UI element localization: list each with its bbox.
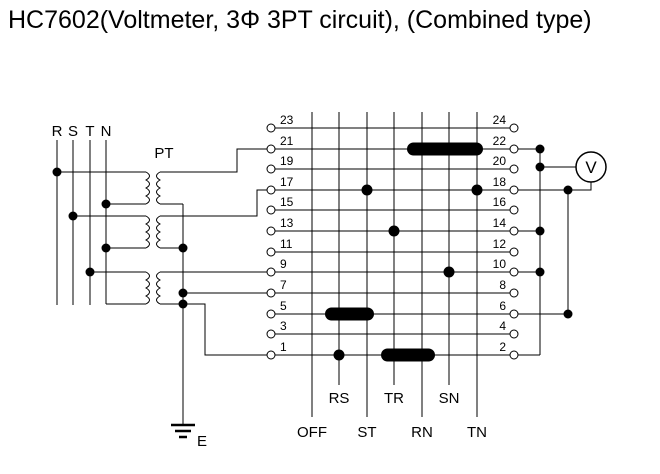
terminal-number: 23 — [280, 113, 294, 127]
pt3-primary-coil — [144, 271, 150, 305]
terminal-number: 3 — [280, 319, 287, 333]
terminal-number: 6 — [499, 299, 506, 313]
pt1-primary-coil — [144, 171, 150, 205]
terminal-circle — [266, 309, 276, 319]
terminal-circle — [509, 309, 519, 319]
pt-transformers — [144, 171, 162, 305]
terminal-circle — [509, 185, 519, 195]
terminal-number: 9 — [280, 257, 287, 271]
pt2-primary-coil — [144, 215, 150, 249]
terminal-number: 1 — [280, 340, 287, 354]
phase-bus-lines — [56, 140, 107, 305]
switch-label-tn: TN — [467, 424, 487, 441]
terminal-circle — [266, 329, 276, 339]
terminal-circle — [509, 144, 519, 154]
contact-dot-9-sn — [443, 266, 455, 278]
terminal-circle — [266, 144, 276, 154]
contact-dot-13-tr — [388, 225, 400, 237]
terminal-number: 14 — [493, 216, 507, 230]
terminal-number: 21 — [280, 134, 294, 148]
terminal-number: 17 — [280, 175, 294, 189]
terminal-number: 5 — [280, 299, 287, 313]
switch-label-rs: RS — [329, 390, 350, 407]
left-terminal-numbers: 23 21 19 17 15 13 11 9 7 5 3 1 — [280, 113, 294, 354]
terminal-circle — [266, 267, 276, 277]
terminal-circle — [266, 247, 276, 257]
terminal-circle — [509, 164, 519, 174]
terminal-circle — [509, 329, 519, 339]
terminal-number: 8 — [499, 278, 506, 292]
phase-labels: R S T N PT — [52, 123, 174, 162]
terminal-circle — [509, 226, 519, 236]
contact-dot-17-st — [361, 184, 373, 196]
diagram-title: HC7602(Voltmeter, 3Φ 3PT circuit), (Comb… — [8, 6, 592, 34]
terminal-number: 2 — [499, 340, 506, 354]
earth-label: E — [197, 433, 207, 450]
right-terminal-numbers: 24 22 20 18 16 14 12 10 8 6 4 2 — [493, 113, 507, 354]
terminal-circle — [266, 185, 276, 195]
terminal-number: 13 — [280, 216, 294, 230]
terminal-circle — [509, 350, 519, 360]
switch-rows — [275, 127, 510, 356]
phase-label-n: N — [101, 123, 112, 140]
terminal-circle — [266, 350, 276, 360]
contact-dot-17-tn — [471, 184, 483, 196]
switch-label-tr: TR — [384, 390, 404, 407]
switch-label-off: OFF — [297, 424, 327, 441]
terminal-number: 11 — [280, 237, 293, 251]
terminal-number: 16 — [493, 195, 507, 209]
ground-symbol — [171, 423, 195, 439]
voltmeter: V — [575, 151, 607, 183]
terminal-circle — [509, 247, 519, 257]
terminal-circle — [266, 205, 276, 215]
voltmeter-label: V — [585, 158, 597, 177]
pt2-secondary-coil — [156, 215, 162, 249]
terminal-number: 4 — [499, 319, 506, 333]
contact-bridge-5-6 — [325, 307, 374, 321]
secondary-wiring — [160, 148, 267, 425]
switch-columns — [311, 112, 478, 417]
terminal-circle — [266, 164, 276, 174]
pt-label: PT — [154, 145, 173, 162]
terminal-number: 10 — [493, 257, 507, 271]
right-junction-dots — [535, 144, 573, 319]
terminal-number: 20 — [493, 154, 507, 168]
pt1-secondary-coil — [156, 171, 162, 205]
contact-dot-1-rs — [333, 349, 345, 361]
terminal-number: 19 — [280, 154, 294, 168]
phase-label-t: T — [85, 123, 94, 140]
left-terminals — [266, 123, 276, 360]
primary-wiring — [57, 171, 146, 305]
switch-position-labels: RS TR SN OFF ST RN TN — [297, 390, 487, 441]
phase-label-r: R — [52, 123, 63, 140]
contact-bridge-21-22 — [407, 142, 483, 156]
terminal-number: 18 — [493, 175, 507, 189]
voltmeter-circle — [575, 151, 607, 183]
terminal-circle — [509, 288, 519, 298]
pt3-secondary-coil — [156, 271, 162, 305]
right-terminals — [509, 123, 519, 360]
terminal-circle — [509, 123, 519, 133]
switch-label-rn: RN — [411, 424, 433, 441]
terminal-circle — [266, 226, 276, 236]
meter-wiring — [518, 148, 592, 356]
switch-label-st: ST — [357, 424, 376, 441]
terminal-number: 15 — [280, 195, 294, 209]
contact-bridge-1-2 — [381, 348, 435, 362]
terminal-number: 7 — [280, 278, 287, 292]
terminal-number: 24 — [493, 113, 507, 127]
terminal-number: 12 — [493, 237, 507, 251]
terminal-circle — [509, 205, 519, 215]
phase-label-s: S — [68, 123, 78, 140]
terminal-circle — [266, 123, 276, 133]
terminal-number: 22 — [493, 134, 507, 148]
switch-contacts — [325, 142, 483, 362]
left-junction-dots — [52, 167, 188, 309]
terminal-circle — [266, 288, 276, 298]
switch-label-sn: SN — [439, 390, 460, 407]
terminal-circle — [509, 267, 519, 277]
